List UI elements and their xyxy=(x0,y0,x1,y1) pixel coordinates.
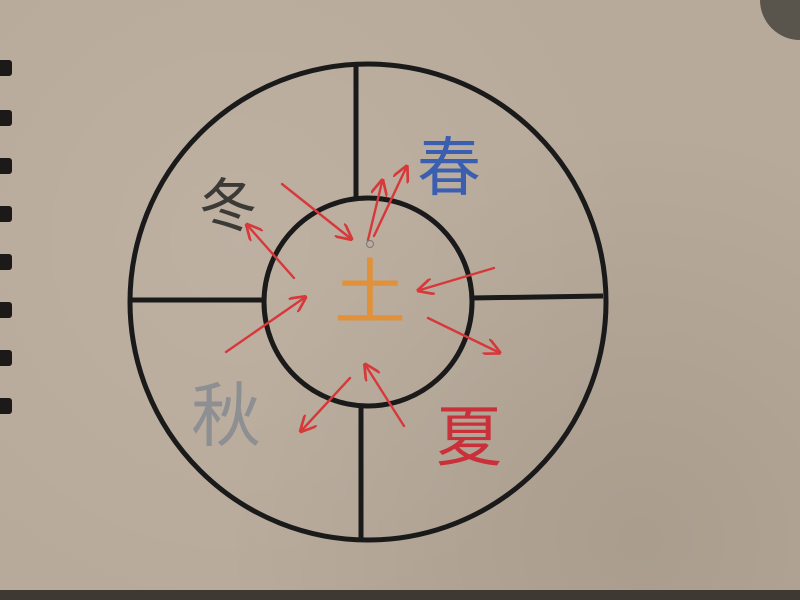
spiral-binding-hole xyxy=(0,302,12,318)
arrow xyxy=(302,376,352,430)
arrow xyxy=(248,226,296,280)
arrow xyxy=(366,366,406,428)
spiral-binding-hole xyxy=(0,110,12,126)
page-edge xyxy=(0,590,800,600)
spiral-binding-hole xyxy=(0,206,12,222)
transition-arrows xyxy=(224,168,498,430)
spiral-binding-hole xyxy=(0,254,12,270)
spiral-binding-hole xyxy=(0,398,12,414)
center-earth-label: 土 xyxy=(334,251,406,335)
spiral-binding-hole xyxy=(0,158,12,174)
arrow xyxy=(224,298,304,354)
arrow xyxy=(366,182,382,242)
season-winter-label: 冬 xyxy=(199,172,257,240)
outer-ring xyxy=(127,61,609,543)
arrow xyxy=(372,168,406,238)
season-autumn-label: 秋 xyxy=(191,375,261,457)
spiral-binding-hole xyxy=(0,350,12,366)
season-spring-label: 春 xyxy=(417,132,481,206)
spiral-binding-hole xyxy=(0,60,12,76)
arrow xyxy=(426,316,498,352)
arrow xyxy=(420,266,496,290)
divider-right xyxy=(470,293,604,301)
season-summer-label: 夏 xyxy=(436,399,502,476)
pencil-dot xyxy=(366,240,374,248)
arrow xyxy=(280,182,350,238)
